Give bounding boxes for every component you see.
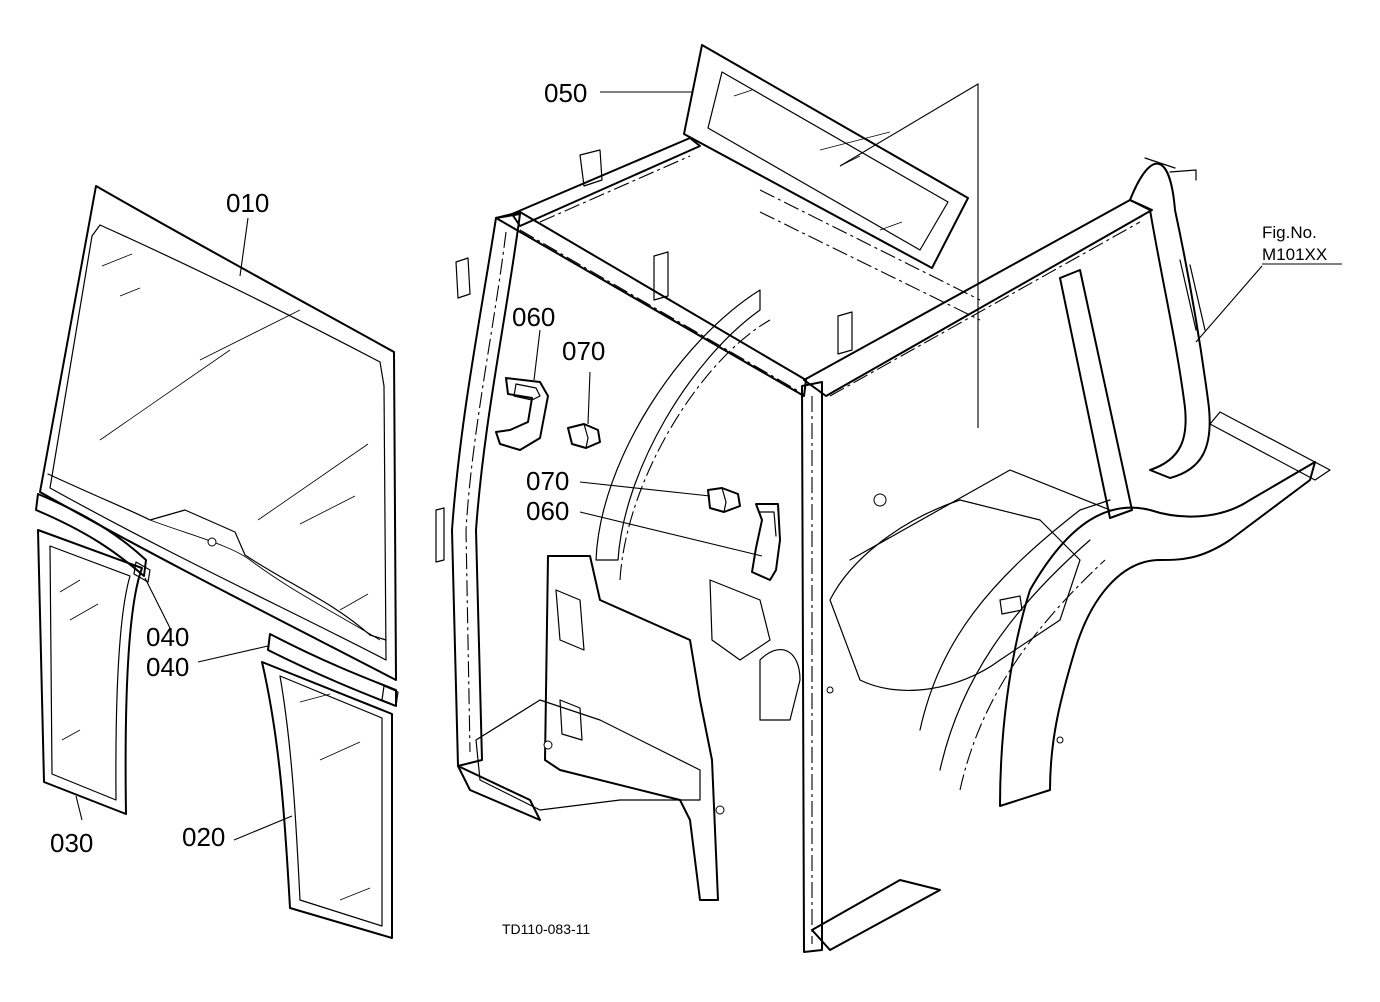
callout-060-lower: 060 (526, 496, 569, 526)
callout-070-upper: 070 (562, 336, 605, 366)
grab-handle-060-lower (751, 503, 781, 581)
callout-010: 010 (226, 188, 269, 218)
weatherstrip-040-left (35, 493, 151, 583)
rear-window-050 (683, 44, 969, 269)
drawing-code: TD110-083-11 (502, 921, 590, 937)
figure-ref-number: M101XX (1262, 245, 1327, 264)
left-side-glass-030 (37, 529, 143, 815)
leader-lines (75, 83, 1263, 841)
callout-020: 020 (182, 822, 225, 852)
callout-070-lower: 070 (526, 466, 569, 496)
callout-050: 050 (544, 78, 587, 108)
cab-frame (435, 137, 1331, 953)
front-windshield-010 (39, 185, 397, 681)
figure-ref-label: Fig.No. (1262, 223, 1317, 242)
grab-handle-060-upper (495, 377, 549, 451)
right-side-glass-020 (261, 661, 393, 939)
weatherstrip-040-right (267, 633, 399, 707)
callout-060-upper: 060 (512, 302, 555, 332)
bolt-070-lower (707, 487, 741, 513)
callout-040-upper: 040 (146, 622, 189, 652)
bolt-070-upper (567, 423, 601, 449)
callout-030: 030 (50, 828, 93, 858)
callout-040-lower: 040 (146, 652, 189, 682)
